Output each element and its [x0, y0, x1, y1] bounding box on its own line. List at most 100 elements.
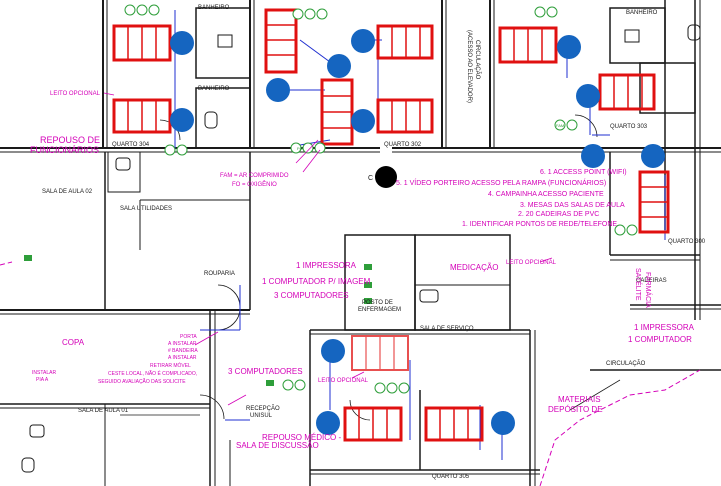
label-repouso-medico-1: REPOUSO MÉDICO - [262, 433, 341, 442]
label-circulacao-2: CIRCULAÇÃO [606, 360, 646, 367]
bed-302-a [264, 8, 298, 74]
badge-group-5 [554, 119, 578, 131]
label-badge-fo: FO [297, 146, 303, 151]
label-banheiro-right: BANHEIRO [626, 10, 658, 16]
label-leito-opcional-3: LEITO OPCIONAL [318, 378, 369, 384]
blue-circle-marker[interactable] [321, 339, 345, 363]
label-badge-fam: FAM [556, 123, 564, 128]
label-list-5: 5. 1 VÍDEO PORTEIRO ACESSO PELA RAMPA (F… [396, 178, 606, 187]
blue-circle-marker[interactable] [641, 144, 665, 168]
blue-circle-marker[interactable] [351, 109, 375, 133]
label-comp-imagem-1: 1 IMPRESSORA [296, 261, 357, 270]
label-access-point: C [368, 175, 373, 182]
label-quarto-300: QUARTO 300 [668, 239, 706, 245]
label-deposito-2: MATERIAIS [558, 395, 601, 404]
blue-markers [170, 29, 665, 435]
bed-304-b [112, 98, 172, 134]
bed-302-b [376, 24, 434, 60]
label-repouso-func-2: FUNCIONÁRIOS [30, 145, 99, 155]
label-quarto-304: QUARTO 304 [112, 142, 150, 148]
label-recepcao-2: UNISUL [250, 413, 273, 419]
bed-305-a [343, 406, 403, 442]
label-medicacao: MEDICAÇÃO [450, 263, 498, 272]
label-retirar-2: CESTE LOCAL, NÃO É COMPLICADO, [108, 370, 197, 377]
label-posto-2: ENFERMAGEM [358, 307, 401, 313]
black-circle-marker[interactable] [375, 166, 397, 188]
label-repouso-medico-2: SALA DE DISCUSSÃO [236, 441, 319, 450]
blue-circle-marker[interactable] [266, 78, 290, 102]
badge-group-2 [292, 8, 328, 20]
blue-circle-marker[interactable] [576, 84, 600, 108]
bed-300 [638, 170, 670, 234]
label-porta-3: # BANDEIRA [168, 348, 198, 354]
badge-group-6 [282, 379, 306, 391]
label-list-1: 1. IDENTIFICAR PONTOS DE REDE/TELEFONE [462, 221, 617, 228]
label-tres-computadores: 3 COMPUTADORES [228, 367, 303, 376]
label-circulacao-sub: (ACESSO AO ELEVADOR) [466, 30, 472, 103]
label-pia-2: PIA A [36, 377, 49, 383]
label-sala-aula-02: SALA DE AULA 02 [42, 189, 93, 195]
badge-group-7 [374, 382, 410, 394]
label-sala-servico: SALA DE SERVIÇO [420, 326, 474, 332]
badge-group-9 [614, 224, 638, 236]
badge-group-1 [124, 4, 160, 16]
label-porta-4: A INSTALAR [168, 355, 197, 361]
gas-outlet-badges [124, 4, 638, 394]
label-pia-1: INSTALAR [32, 370, 56, 376]
label-comp-imagem-2: 1 COMPUTADOR P/ IMAGEM [262, 277, 371, 286]
label-porta-2: A INSTALAR [168, 341, 197, 347]
bed-304-a [112, 24, 172, 62]
blue-circle-marker[interactable] [170, 108, 194, 132]
label-sala-utilidades: SALA UTILIDADES [120, 206, 172, 212]
label-retirar-1: RETIRAR MÓVEL [150, 362, 191, 369]
bed-302-d [376, 98, 434, 134]
label-banheiro-mid: BANHEIRO [198, 86, 230, 92]
label-repouso-func-1: REPOUSO DE [40, 135, 100, 145]
label-list-4: 4. CAMPAINHA ACESSO PACIENTE [488, 191, 604, 198]
annotation-labels: LEITO OPCIONAL LEITO OPCIONAL LEITO OPCI… [30, 91, 695, 450]
bed-repouso [351, 335, 409, 371]
label-comp-impressora-2: 1 IMPRESSORA [634, 323, 695, 332]
bed-305-b [424, 406, 484, 442]
blue-circle-marker[interactable] [316, 411, 340, 435]
label-fa-comprimido: FAM = AR COMPRIMIDO [220, 173, 289, 179]
label-cadeiras: CADEIRAS [636, 278, 667, 284]
label-leito-opcional: LEITO OPCIONAL [50, 91, 101, 97]
green-network-outlets [24, 255, 372, 386]
label-sala-aula-01: SALA DE AULA 01 [78, 408, 129, 414]
badge-group-4 [290, 142, 326, 154]
plan-labels: BANHEIRO BANHEIRO BANHEIRO QUARTO 304 QU… [42, 5, 706, 480]
blue-circle-marker[interactable] [351, 29, 375, 53]
blue-circle-marker[interactable] [327, 54, 351, 78]
annotation-leaders [103, 92, 553, 406]
label-copa: COPA [62, 338, 85, 347]
label-comp-imagem-3: 3 COMPUTADORES [274, 291, 349, 300]
label-list-3: 3. MESAS DAS SALAS DE AULA [520, 202, 625, 209]
label-leito-opcional-2: LEITO OPCIONAL [506, 260, 557, 266]
blue-circle-marker[interactable] [491, 411, 515, 435]
magenta-boundary-lines [0, 261, 701, 486]
label-banheiro-top: BANHEIRO [198, 5, 230, 11]
bed-303-a [498, 26, 558, 64]
label-retirar-3: SEGUIDO AVALIAÇÃO DAS SOLICITE [98, 378, 186, 385]
blue-circle-marker[interactable] [170, 31, 194, 55]
label-deposito-1: DEPÓSITO DE [548, 405, 603, 414]
label-porta-1: PORTA [180, 334, 197, 340]
hospital-beds [112, 8, 670, 442]
label-farmacia-2: SATÉLITE [634, 268, 643, 301]
badge-group-8 [164, 144, 188, 156]
bed-302-c [320, 78, 354, 146]
label-rouparia: ROUPARIA [204, 271, 235, 277]
badge-group-3 [534, 6, 558, 18]
label-quarto-305: QUARTO 305 [432, 474, 470, 480]
label-list-6: 6. 1 ACCESS POINT (WIFI) [540, 169, 627, 176]
blue-circle-marker[interactable] [557, 35, 581, 59]
label-fo-oxigenio: FO = OXIGÊNIO [232, 180, 277, 188]
label-posto-1: POSTO DE [362, 300, 393, 306]
blue-circle-marker[interactable] [581, 144, 605, 168]
label-recepcao-1: RECEPÇÃO [246, 405, 280, 412]
label-quarto-303: QUARTO 303 [610, 124, 648, 130]
label-comp-impressora-1: 1 COMPUTADOR [628, 335, 692, 344]
